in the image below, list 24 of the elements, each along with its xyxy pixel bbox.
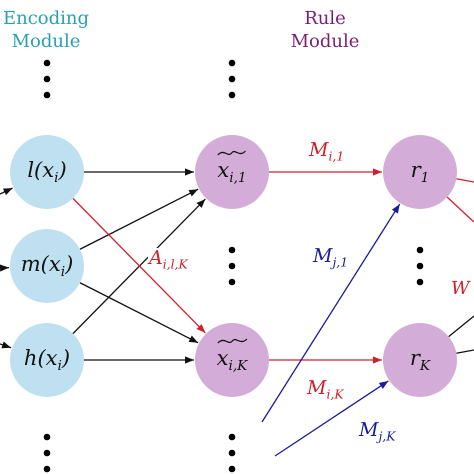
arrow [84, 356, 194, 364]
node-label: m(x$_{i}$) [20, 252, 74, 276]
weight-label: W [451, 278, 471, 300]
arrow [269, 168, 382, 176]
node-label: r$_{K}$ [410, 346, 430, 370]
edge-label: M$_{j,K}$ [358, 420, 396, 444]
arrow [84, 168, 194, 176]
node-label: l(x$_{i}$) [27, 158, 67, 182]
arrow [0, 264, 10, 272]
arrow [269, 356, 382, 364]
arrow [80, 188, 198, 250]
node-label: r$_{1}$ [410, 158, 430, 182]
arrow [0, 188, 13, 196]
arrow [0, 341, 12, 348]
arrow [274, 380, 389, 457]
arrow [261, 204, 400, 422]
edge-label: A$_{i,l,K}$ [148, 248, 189, 272]
module-title: Rule Module [290, 8, 360, 53]
arrow [80, 282, 198, 344]
node-label: x$_{i,1}$ [217, 158, 247, 182]
node-label: h(x$_{i}$) [24, 346, 70, 370]
edge-label: M$_{i,K}$ [306, 378, 345, 402]
node-label: x$_{i,K}$ [216, 346, 248, 370]
module-title: Encoding Module [2, 8, 90, 53]
